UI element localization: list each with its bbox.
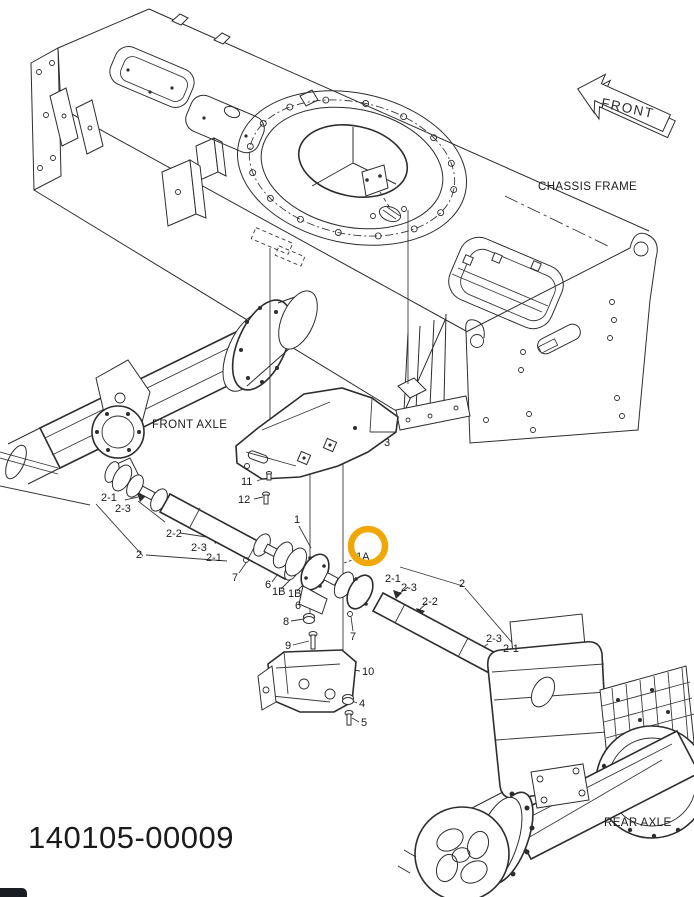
callout-4: 4: [359, 698, 365, 710]
callout-10: 10: [362, 666, 374, 678]
rear-axle-label: REAR AXLE: [604, 817, 672, 829]
highlight-circle-1A: [347, 525, 389, 567]
chassis-frame-drawing: [30, 8, 658, 444]
callout-2-1-rear-b: 2-1: [503, 643, 519, 655]
corner-chip: [0, 888, 27, 897]
callout-3: 3: [384, 437, 390, 449]
callout-2-rear: 2: [459, 578, 465, 590]
callouts: 3 11 12 1 1A 6 1B 1B 6 8 9 10 4 5 7 7 2-…: [101, 437, 519, 729]
callout-2-2-front: 2-2: [166, 528, 182, 540]
callout-5: 5: [361, 717, 367, 729]
callout-2-1-rear-a: 2-1: [385, 573, 401, 585]
callout-2-3-front-a: 2-3: [115, 503, 131, 515]
center-coupling-drawing: [253, 533, 374, 617]
callout-1B-right: 1B: [288, 588, 301, 600]
callout-1: 1: [294, 514, 300, 526]
callout-8: 8: [283, 616, 289, 628]
fasteners-drawing: [262, 471, 354, 726]
bracket-10-drawing: [257, 649, 357, 713]
callout-2-front: 2: [136, 549, 142, 561]
callout-7-right: 7: [350, 631, 356, 643]
front-axle-drawing: [0, 290, 318, 506]
callout-2-1-front-a: 2-1: [101, 492, 117, 504]
callout-11: 11: [241, 476, 252, 488]
chassis-frame-label: CHASSIS FRAME: [538, 181, 637, 193]
callout-2-3-rear-b: 2-3: [486, 633, 502, 645]
callout-6-left: 6: [265, 579, 271, 591]
front-driveshaft-drawing: [111, 464, 300, 581]
callout-1B-left: 1B: [272, 586, 285, 598]
callout-7-left: 7: [232, 572, 238, 584]
rear-axle-drawing: [397, 613, 694, 897]
front-arrow: FRONT: [577, 73, 676, 139]
part-number: 140105-00009: [28, 820, 234, 855]
bracket-3-drawing: [235, 387, 399, 480]
callout-2-3-rear-a: 2-3: [401, 582, 417, 594]
callout-2-1-front-b: 2-1: [206, 552, 222, 564]
front-axle-label: FRONT AXLE: [152, 419, 227, 431]
callout-6-right: 6: [295, 600, 301, 612]
callout-12: 12: [238, 494, 250, 506]
callout-9: 9: [285, 640, 291, 652]
callout-2-2-rear: 2-2: [422, 596, 438, 608]
callout-2-3-front-b: 2-3: [191, 542, 207, 554]
